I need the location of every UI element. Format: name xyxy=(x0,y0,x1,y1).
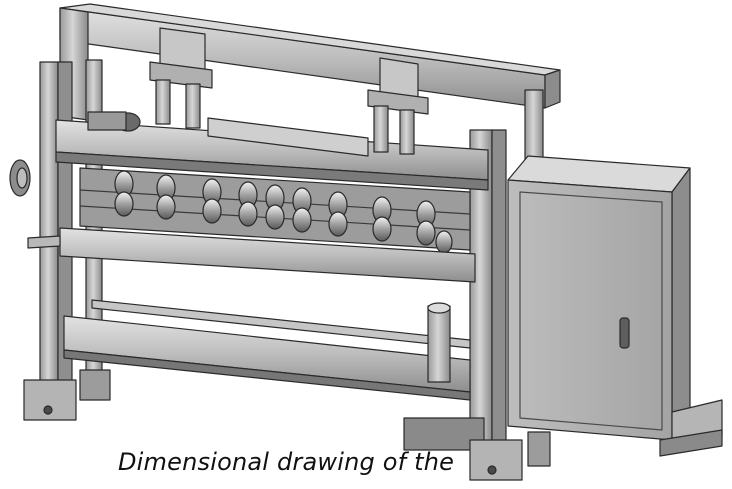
blade-housing xyxy=(207,117,369,157)
base-skid xyxy=(659,399,723,457)
middle-crossbeam xyxy=(27,227,476,283)
electrical-cabinet xyxy=(507,155,691,441)
right-foot xyxy=(469,431,551,481)
left-foot xyxy=(23,369,111,421)
roller-assembly xyxy=(79,167,471,254)
caption: Dimensional drawing of the xyxy=(118,448,455,476)
lower-crossbeam xyxy=(63,299,471,401)
clamp-cylinder-right xyxy=(367,57,429,155)
upper-crossbeam xyxy=(55,119,489,191)
top-frame-beam xyxy=(59,3,561,109)
motor xyxy=(87,111,141,132)
side-handwheel xyxy=(9,159,31,197)
clamp-cylinder-left xyxy=(149,27,213,129)
